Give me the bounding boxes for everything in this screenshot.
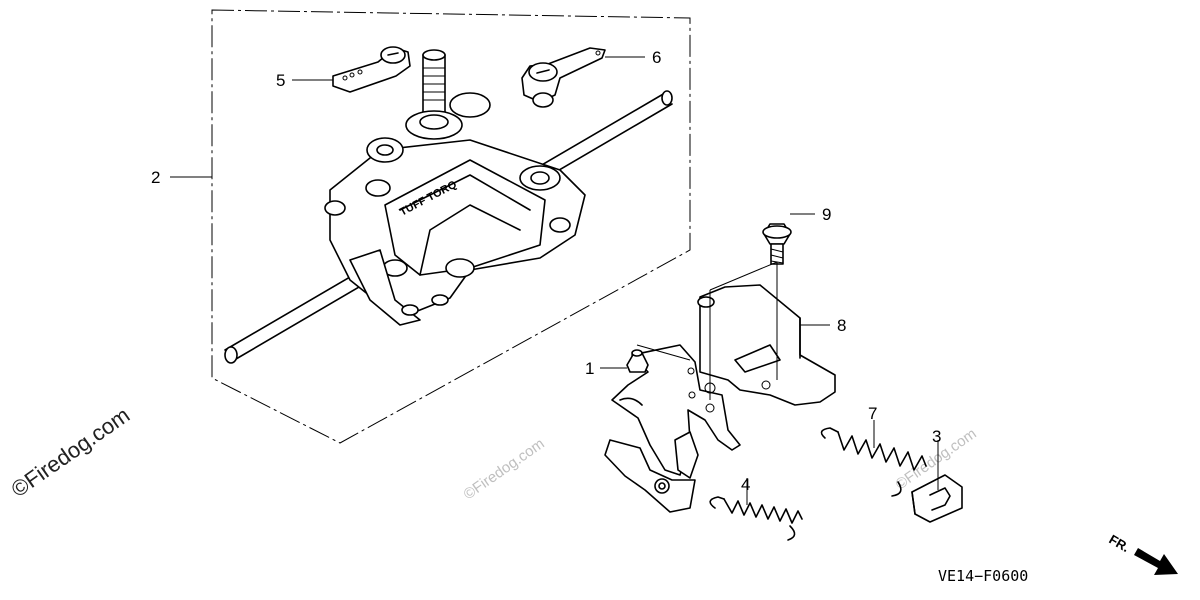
rivet-clip xyxy=(626,349,649,373)
spring-small xyxy=(709,496,803,541)
callout-9: 9 xyxy=(822,205,831,224)
spring-large xyxy=(820,427,927,497)
callout-leaders xyxy=(170,56,939,505)
bolt xyxy=(762,223,792,265)
callout-7: 7 xyxy=(868,404,877,423)
callout-8: 8 xyxy=(837,316,846,335)
diagram-code: VE14−F0600 xyxy=(938,567,1028,585)
input-shaft xyxy=(405,49,463,140)
clip-bracket xyxy=(911,474,963,523)
group-box xyxy=(211,9,691,444)
shift-arm-right xyxy=(521,47,606,108)
transmission-case xyxy=(324,92,586,326)
front-arrow-icon xyxy=(1134,548,1178,575)
watermark-main: ©Firedog.com xyxy=(7,402,135,502)
callout-3: 3 xyxy=(932,427,941,446)
front-direction-indicator: FR. xyxy=(1107,532,1178,575)
callout-5: 5 xyxy=(276,71,285,90)
shift-arm-left xyxy=(332,46,411,93)
front-label: FR. xyxy=(1107,532,1133,555)
transmission-assembly: TUFF TORQ xyxy=(211,9,691,444)
callout-1: 1 xyxy=(585,359,594,378)
callout-4: 4 xyxy=(741,475,750,494)
bracket-plate xyxy=(697,284,836,406)
watermark-faint: ©Firedog.com xyxy=(461,435,548,503)
callout-2: 2 xyxy=(151,168,160,187)
lever-plate xyxy=(604,344,741,513)
callout-6: 6 xyxy=(652,48,661,67)
assembly-lines xyxy=(636,261,778,400)
